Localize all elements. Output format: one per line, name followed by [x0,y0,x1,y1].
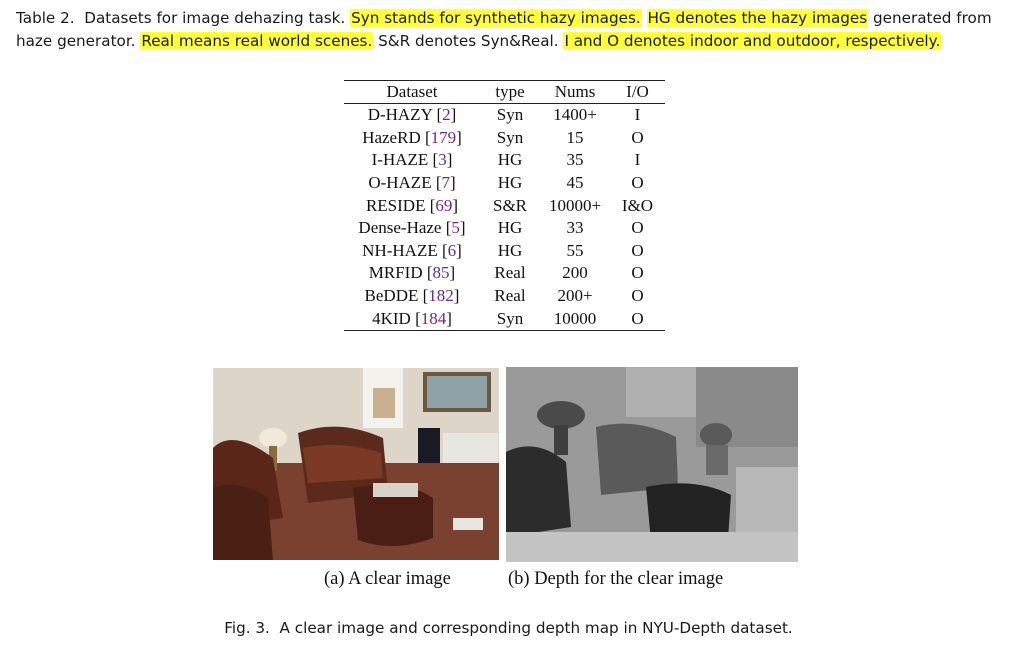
table-row: HazeRD [179] Syn 15 O [344,127,665,150]
dataset-name: HazeRD [362,127,421,147]
header-type: type [480,80,540,104]
highlight-syn[interactable]: Syn stands for synthetic hazy images. [350,9,642,27]
clear-image [213,368,499,560]
subcaption-a: (a) A clear image [324,569,451,589]
dataset-type: Syn [480,307,540,331]
table-header-row: Dataset type Nums I/O [344,80,665,104]
dataset-name: RESIDE [365,195,426,215]
dataset-name-cell: D-HAZY [2] [367,105,457,125]
dataset-type: Real [494,263,526,283]
depth-map-image [506,367,798,562]
dataset-name-cell: RESIDE [69] [365,195,459,215]
dataset-type: HG [497,218,523,238]
dataset-nums: 10000 [540,307,610,331]
table-row: Dense-Haze [5] HG 33 O [344,217,665,240]
dataset-name-cell: I-HAZE [3] [371,150,453,170]
dataset-io: O [631,218,644,238]
table-row: NH-HAZE [6] HG 55 O [344,240,665,263]
citation-link[interactable]: 2 [442,105,451,125]
dataset-io: O [631,127,644,147]
dataset-nums: 55 [566,240,584,260]
header-io: I/O [610,80,665,104]
citation-link[interactable]: 5 [451,218,460,238]
citation-link[interactable]: 184 [420,308,447,328]
table-label: Table 2. [16,9,75,27]
datasets-table: Dataset type Nums I/O D-HAZY [2] Syn 1400+… [344,80,665,331]
header-nums: Nums [540,80,610,104]
citation-link[interactable]: 179 [430,127,457,147]
figure-caption: Fig. 3. A clear image and corresponding … [0,619,1017,637]
figure-caption-text: A clear image and corresponding depth ma… [279,619,793,637]
highlight-hg[interactable]: HG denotes the hazy images [646,9,869,27]
table-caption-lead: Datasets for image dehazing task. [84,9,346,27]
dataset-nums: 15 [566,127,584,147]
dataset-io: O [631,286,644,306]
dataset-name-cell: BeDDE [182] [364,286,460,306]
dataset-io: O [631,240,644,260]
citation-link[interactable]: 69 [435,195,453,215]
dataset-name-cell: Dense-Haze [5] [358,218,466,238]
dataset-io: I&O [621,195,654,215]
dataset-name: BeDDE [364,286,419,306]
table-caption-mid: generated from haze generator. [16,9,992,50]
dataset-nums: 33 [566,218,584,238]
dataset-name: I-HAZE [371,150,429,170]
table-row: I-HAZE [3] HG 35 I [344,149,665,172]
dataset-type: HG [497,173,523,193]
dataset-io: I [634,150,641,170]
table-row: D-HAZY [2] Syn 1400+ I [344,104,665,127]
room-photo-illustration [213,368,499,560]
citation-link[interactable]: 3 [438,150,447,170]
header-dataset: Dataset [344,80,480,104]
table-row: RESIDE [69] S&R 10000+ I&O [344,194,665,217]
dataset-io: I [634,105,641,125]
dataset-name-cell: HazeRD [179] [362,127,462,147]
citation-link[interactable]: 85 [432,263,450,283]
table-caption: Table 2. Datasets for image dehazing tas… [16,7,1001,52]
table-row: MRFID [85] Real 200 O [344,262,665,285]
dataset-name: 4KID [372,308,411,328]
dataset-type: Real [494,286,526,306]
dataset-name-cell: MRFID [85] [368,263,456,283]
dataset-name: D-HAZY [367,105,433,125]
dataset-name: O-HAZE [368,173,432,193]
dataset-io: O [631,173,644,193]
subcaption-b: (b) Depth for the clear image [508,569,724,589]
dataset-type: HG [497,240,523,260]
dataset-type: Syn [496,105,524,125]
table-row: O-HAZE [7] HG 45 O [344,172,665,195]
citation-link[interactable]: 6 [447,240,457,260]
highlight-real[interactable]: Real means real world scenes. [140,31,374,50]
dataset-name: Dense-Haze [358,218,442,238]
citation-link[interactable]: 7 [441,173,451,193]
dataset-type: HG [497,150,523,170]
figure-label: Fig. 3. [224,619,270,637]
dataset-nums: 200+ [557,286,593,306]
dataset-nums: 200 [562,263,588,283]
dataset-name-cell: 4KID [184] [344,307,480,331]
dataset-type: S&R [492,195,528,215]
highlight-io[interactable]: I and O denotes indoor and outdoor, resp… [563,31,942,50]
dataset-name-cell: NH-HAZE [6] [362,240,462,260]
dataset-io: O [610,307,665,331]
dataset-name-cell: O-HAZE [7] [368,173,456,193]
citation-link[interactable]: 182 [428,286,454,306]
table-caption-sr: S&R denotes Syn&Real. [378,31,559,50]
depth-map-illustration [506,367,798,562]
dataset-name: NH-HAZE [362,240,438,260]
dataset-nums: 35 [566,150,584,170]
dataset-nums: 1400+ [553,105,597,125]
dataset-name: MRFID [368,263,423,283]
dataset-type: Syn [496,127,524,147]
dataset-nums: 10000+ [548,195,602,215]
dataset-io: O [631,263,644,283]
dataset-nums: 45 [566,173,584,193]
table-row: BeDDE [182] Real 200+ O [344,285,665,308]
